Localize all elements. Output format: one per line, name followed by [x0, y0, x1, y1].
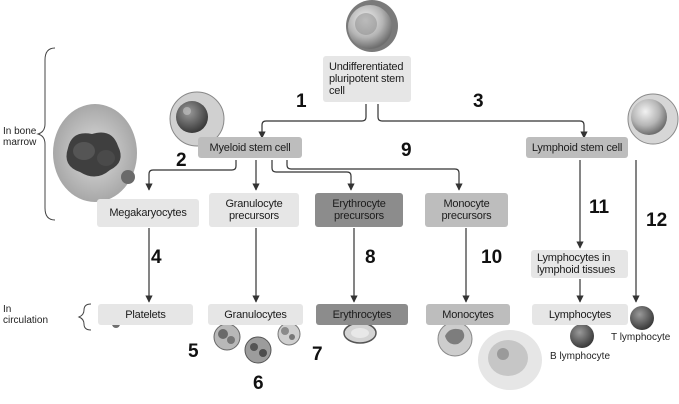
number-7: 7 — [312, 344, 323, 365]
number-11: 11 — [589, 197, 610, 218]
megakaryocyte-image — [53, 104, 137, 202]
arrow-3 — [377, 104, 588, 139]
platelets-node: Platelets — [98, 304, 193, 325]
lymphoid-cell-image — [627, 93, 679, 145]
erythrocytes-node: Erythrocytes — [316, 304, 408, 325]
number-8: 8 — [365, 247, 376, 268]
circulation-label: In circulation — [3, 304, 49, 326]
bone-marrow-label: In bone marrow — [3, 126, 37, 148]
erythrocyte-image — [343, 322, 377, 344]
number-1: 1 — [296, 91, 307, 112]
number-9: 9 — [401, 140, 412, 161]
number-4: 4 — [151, 247, 162, 268]
number-2: 2 — [176, 150, 187, 171]
monocyte-precursors-node: Monocyte precursors — [425, 193, 508, 227]
number-5: 5 — [188, 341, 199, 362]
granulocyte-precursors-node: Granulocyte precursors — [209, 193, 299, 227]
t-lymphocyte-image — [630, 306, 654, 330]
number-3: 3 — [473, 91, 484, 112]
bone-marrow-bracket — [36, 47, 56, 221]
lymphocytes-node: Lymphocytes — [532, 304, 628, 325]
megakaryocytes-node: Megakaryocytes — [97, 199, 199, 227]
arrow-9 — [286, 160, 463, 191]
myeloid-cell-image — [169, 91, 225, 147]
lymphocytes-in-lymphoid-tissues-node: Lymphocytes in lymphoid tissues — [531, 250, 628, 278]
arrow-1 — [258, 104, 367, 139]
stem-cell-image — [346, 0, 398, 52]
monocytes-node: Monocytes — [426, 304, 510, 325]
circulation-bracket — [77, 303, 92, 331]
granulocytes-image — [213, 322, 301, 364]
number-10: 10 — [481, 247, 503, 268]
b-lymphocyte-image — [570, 324, 594, 348]
b-lymphocyte-caption: B lymphocyte — [550, 351, 611, 362]
granulocytes-node: Granulocytes — [208, 304, 303, 325]
arrow-erythrocyte-precursors — [271, 160, 355, 191]
number-12: 12 — [646, 210, 668, 231]
t-lymphocyte-caption: T lymphocyte — [611, 332, 671, 343]
myeloid-stem-cell-node: Myeloid stem cell — [198, 137, 302, 158]
lymphoid-stem-cell-node: Lymphoid stem cell — [526, 137, 628, 158]
arrow-2 — [145, 160, 237, 191]
pluripotent-stem-cell-node: Undifferentiated pluripotent stem cell — [323, 56, 411, 102]
number-6: 6 — [253, 373, 264, 394]
erythrocyte-precursors-node: Erythrocyte precursors — [315, 193, 403, 227]
monocytes-image — [437, 321, 542, 390]
